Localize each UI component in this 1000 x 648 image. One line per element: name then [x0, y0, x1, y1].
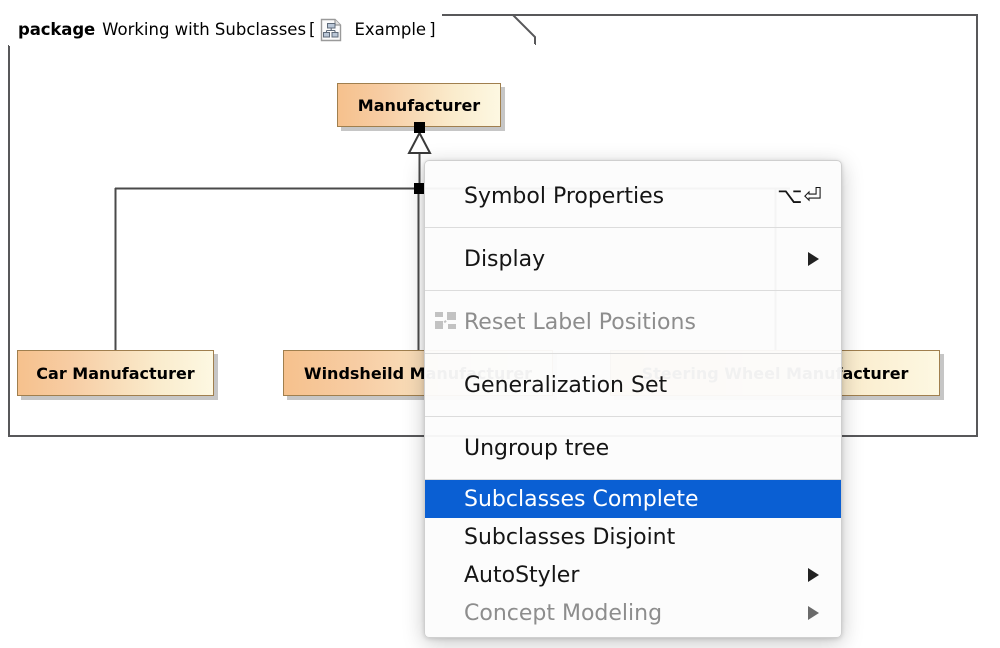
selection-handle-junction[interactable] — [414, 183, 425, 194]
bracket-open: [ — [309, 20, 316, 39]
class-box-manufacturer[interactable]: Manufacturer — [337, 83, 501, 127]
menu-item-subclasses-complete[interactable]: Subclasses Complete — [425, 480, 841, 518]
menu-item-display[interactable]: Display — [425, 228, 841, 290]
menu-item-label: Subclasses Disjoint — [464, 524, 676, 550]
menu-item-label: Display — [464, 246, 546, 272]
chevron-right-icon — [808, 568, 819, 582]
menu-item-generalization-set[interactable]: Generalization Set — [425, 354, 841, 416]
menu-separator — [425, 416, 841, 417]
diagram-label: Example — [354, 20, 427, 39]
menu-item-shortcut: ⌥⏎ — [777, 183, 823, 209]
package-name: Working with Subclasses — [102, 20, 307, 39]
menu-item-ungroup-tree[interactable]: Ungroup tree — [425, 417, 841, 479]
menu-separator — [425, 353, 841, 354]
class-name: Manufacturer — [357, 95, 481, 115]
chevron-right-icon — [808, 606, 819, 620]
menu-item-label: Concept Modeling — [464, 600, 663, 626]
reset-label-positions-icon — [433, 312, 459, 332]
menu-item-symbol-properties[interactable]: Symbol Properties ⌥⏎ — [425, 165, 841, 227]
menu-item-label: Generalization Set — [464, 372, 668, 398]
diagram-document-icon — [320, 18, 342, 42]
menu-item-reset-label-positions: Reset Label Positions — [425, 291, 841, 353]
class-box-car-manufacturer[interactable]: Car Manufacturer — [17, 350, 214, 396]
menu-item-label: Reset Label Positions — [464, 309, 696, 335]
menu-item-label: Ungroup tree — [464, 435, 610, 461]
menu-item-label: Subclasses Complete — [464, 486, 699, 512]
package-keyword: package — [18, 20, 96, 39]
selection-handle-top[interactable] — [414, 122, 425, 133]
menu-separator — [425, 290, 841, 291]
menu-separator — [425, 227, 841, 228]
package-tab[interactable]: package Working with Subclasses [ Exampl… — [8, 14, 442, 45]
menu-item-subclasses-disjoint[interactable]: Subclasses Disjoint — [425, 518, 841, 556]
class-name: Car Manufacturer — [36, 363, 195, 383]
bracket-close: ] — [429, 20, 436, 39]
menu-item-label: AutoStyler — [464, 562, 580, 588]
menu-item-label: Symbol Properties — [464, 183, 665, 209]
menu-item-concept-modeling: Concept Modeling — [425, 594, 841, 632]
menu-item-autostyler[interactable]: AutoStyler — [425, 556, 841, 594]
menu-separator — [425, 479, 841, 480]
context-menu[interactable]: Symbol Properties ⌥⏎ Display Reset Label… — [424, 160, 842, 638]
chevron-right-icon — [808, 252, 819, 266]
